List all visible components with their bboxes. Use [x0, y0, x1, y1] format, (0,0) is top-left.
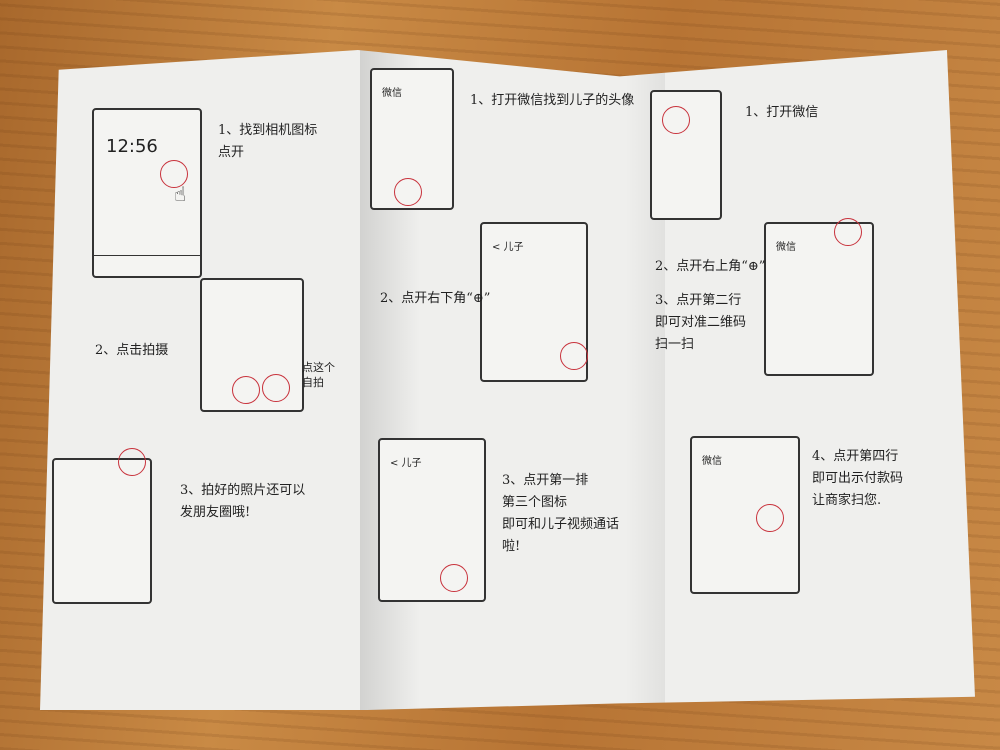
- instruction-sheet: 12:56 ☝ 1、找到相机图标 点开 2、点击拍摄 点这个 自拍 3、拍好的照…: [40, 50, 975, 710]
- video-icon-highlight: [440, 564, 468, 592]
- sketch-wechat: 微信: [370, 68, 454, 210]
- hand-pointer-icon: ☝: [174, 182, 187, 206]
- app-title: 微信: [776, 242, 796, 253]
- plus-highlight: [560, 342, 588, 370]
- chat-title: < 儿子: [390, 458, 422, 469]
- sketch-camera: [200, 278, 304, 412]
- sketch-wechat-pay: 微信: [690, 436, 800, 594]
- app-title: 微信: [702, 456, 722, 467]
- sketch-chat: < 儿子: [480, 222, 588, 382]
- step-text: 4、点开第四行 即可出示付款码 让商家扫您.: [812, 449, 904, 508]
- note-text: 点这个 自拍: [302, 361, 335, 389]
- step-text: 3、点开第二行 即可对准二维码 扫一扫: [655, 293, 747, 352]
- clock-text: 12:56: [106, 136, 158, 157]
- sketch-moments: [52, 448, 152, 604]
- step-text: 1、打开微信找到儿子的头像: [470, 93, 635, 108]
- sketch-wechat-plus-menu: 微信: [764, 218, 874, 376]
- step-text: 2、点开右下角“⊕”: [380, 291, 491, 306]
- step-text: 3、点开第一排 第三个图标 即可和儿子视频通话 啦!: [502, 473, 620, 554]
- avatar-highlight: [394, 178, 422, 206]
- sketch-phone-home: 12:56 ☝: [92, 108, 202, 278]
- pay-highlight: [756, 504, 784, 532]
- sketch-phone-wechat-icon: [650, 90, 722, 220]
- sketch-chat-menu: < 儿子: [378, 438, 486, 602]
- step-text: 3、拍好的照片还可以 发朋友圈哦!: [180, 483, 306, 520]
- step-text: 1、打开微信: [745, 105, 819, 120]
- camera-highlight: [160, 160, 188, 188]
- selfie-highlight: [262, 374, 290, 402]
- step-text: 1、找到相机图标 点开: [218, 123, 318, 160]
- camera-highlight: [118, 448, 146, 476]
- step-text: 2、点击拍摄: [95, 343, 169, 358]
- plus-highlight: [834, 218, 862, 246]
- chat-title: < 儿子: [492, 242, 524, 253]
- wechat-highlight: [662, 106, 690, 134]
- step-text: 2、点开右上角“⊕”: [655, 259, 766, 274]
- app-title: 微信: [382, 88, 402, 99]
- shutter-highlight: [232, 376, 260, 404]
